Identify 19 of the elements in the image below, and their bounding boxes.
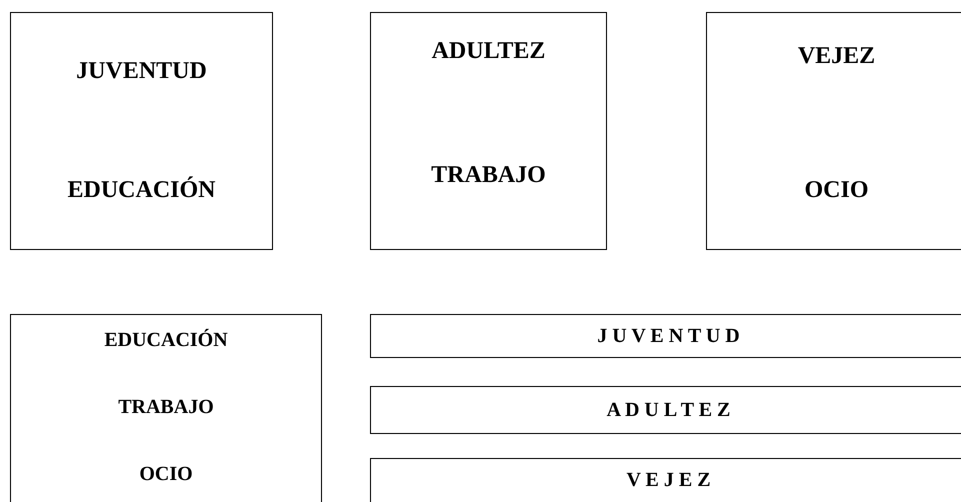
stage-label: EDUCACIÓN bbox=[67, 177, 216, 204]
stage-box bbox=[370, 12, 607, 250]
stage-box bbox=[370, 458, 961, 502]
stage-box bbox=[370, 386, 961, 434]
stage-box bbox=[10, 314, 322, 502]
stage-label: TRABAJO bbox=[431, 162, 546, 189]
stage-label: V E J E Z bbox=[626, 469, 711, 492]
stage-label: ADULTEZ bbox=[432, 38, 546, 65]
stage-label: TRABAJO bbox=[118, 396, 214, 419]
stage-label: VEJEZ bbox=[798, 43, 876, 70]
stage-box bbox=[370, 314, 961, 358]
stage-box bbox=[10, 12, 273, 250]
stage-label: A D U L T E Z bbox=[606, 398, 730, 422]
stage-box bbox=[706, 12, 961, 250]
stage-label: OCIO bbox=[139, 463, 193, 486]
stage-label: J U V E N T U D bbox=[597, 324, 740, 348]
stage-label: EDUCACIÓN bbox=[104, 329, 228, 352]
stage-label: JUVENTUD bbox=[76, 58, 207, 85]
stage-label: OCIO bbox=[804, 177, 868, 204]
